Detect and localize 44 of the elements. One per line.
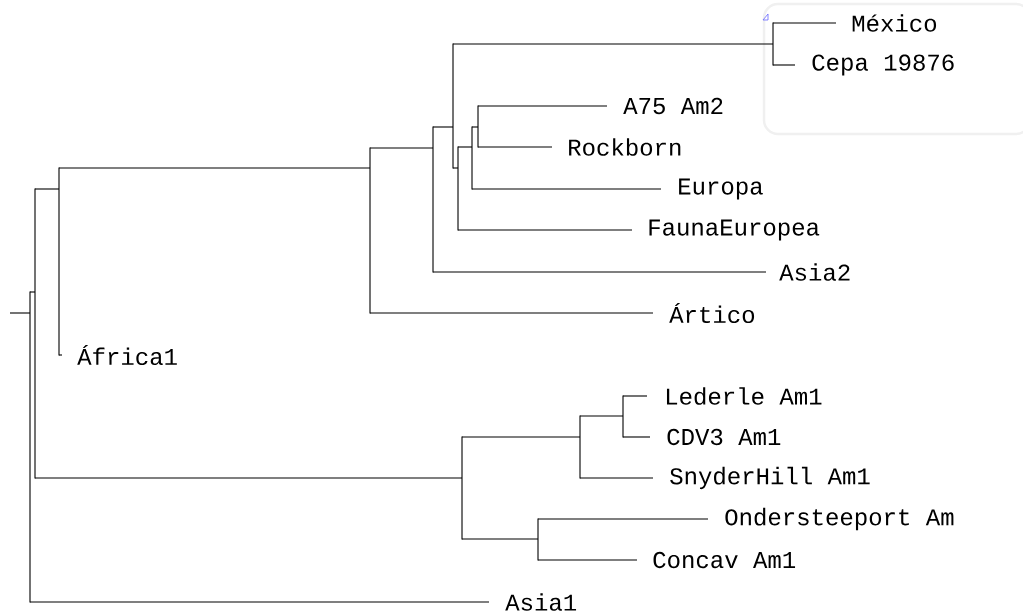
leaf-label: CDV3 Am1: [667, 428, 781, 446]
leaf-label: África1: [77, 344, 177, 366]
branch-line: [772, 64, 796, 66]
branch-line: [58, 354, 63, 356]
branch-line: [579, 477, 654, 479]
branch-line: [477, 146, 553, 148]
branch-line: [58, 167, 371, 169]
branch-line: [471, 188, 662, 190]
branch-line: [29, 601, 490, 603]
leaf-label: Rockborn: [569, 138, 681, 156]
branch-line: [622, 436, 651, 438]
branch-line: [772, 22, 837, 24]
branch-line: [9, 312, 31, 314]
branch-line: [477, 105, 608, 107]
branch-line: [457, 146, 473, 148]
leaf-label: México: [852, 14, 937, 32]
branch-line: [452, 167, 459, 169]
branch-line: [457, 229, 633, 231]
branch-line: [432, 126, 454, 128]
branch-line: [34, 188, 60, 190]
leaf-label: Asia1: [505, 593, 577, 611]
branch-line: [622, 395, 648, 397]
branch-line: [461, 538, 539, 540]
leaf-label: FaunaEuropea: [649, 219, 820, 241]
branch-line: [369, 147, 434, 149]
leaf-label: Lederle Am1: [667, 387, 822, 405]
branch-line: [471, 126, 479, 128]
leaf-label: Cepa 19876: [812, 54, 954, 76]
leaf-label: SnyderHill Am1: [670, 466, 870, 490]
branch-line: [369, 312, 654, 314]
branch-line: [29, 291, 36, 293]
leaf-label: Asia2: [779, 263, 850, 281]
branch-line: [461, 436, 581, 438]
branch-line: [537, 559, 638, 561]
leaf-label: A75 Am2: [623, 97, 723, 115]
branch-line: [34, 477, 463, 479]
branch-line: [452, 43, 774, 45]
branch-line: [579, 415, 624, 417]
leaf-label: Europa: [679, 178, 763, 200]
leaf-label: Concav Am1: [653, 551, 796, 569]
branch-line: [537, 518, 709, 520]
branch-line: [432, 271, 767, 273]
leaf-label: Ondersteeport Am: [725, 507, 954, 531]
leaf-label: Ártico: [669, 302, 755, 324]
